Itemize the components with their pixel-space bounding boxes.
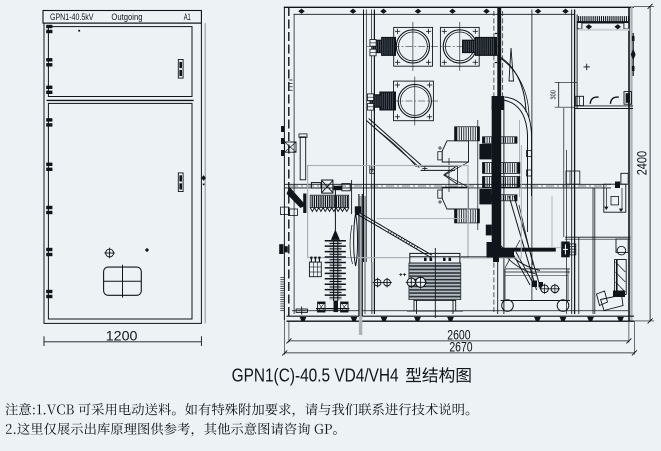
svg-text:Outgoing: Outgoing [111, 12, 142, 23]
svg-text:GPN1-40.5kV: GPN1-40.5kV [50, 12, 94, 23]
svg-text:2400: 2400 [635, 151, 650, 175]
svg-text:2670: 2670 [449, 340, 472, 355]
svg-text:300: 300 [548, 90, 557, 99]
svg-text:2600: 2600 [447, 328, 470, 343]
svg-text:1200: 1200 [106, 327, 138, 343]
svg-text:A1: A1 [184, 12, 191, 23]
svg-text:GPN1(C)-40.5 VD4/VH4: GPN1(C)-40.5 VD4/VH4 [232, 365, 399, 385]
